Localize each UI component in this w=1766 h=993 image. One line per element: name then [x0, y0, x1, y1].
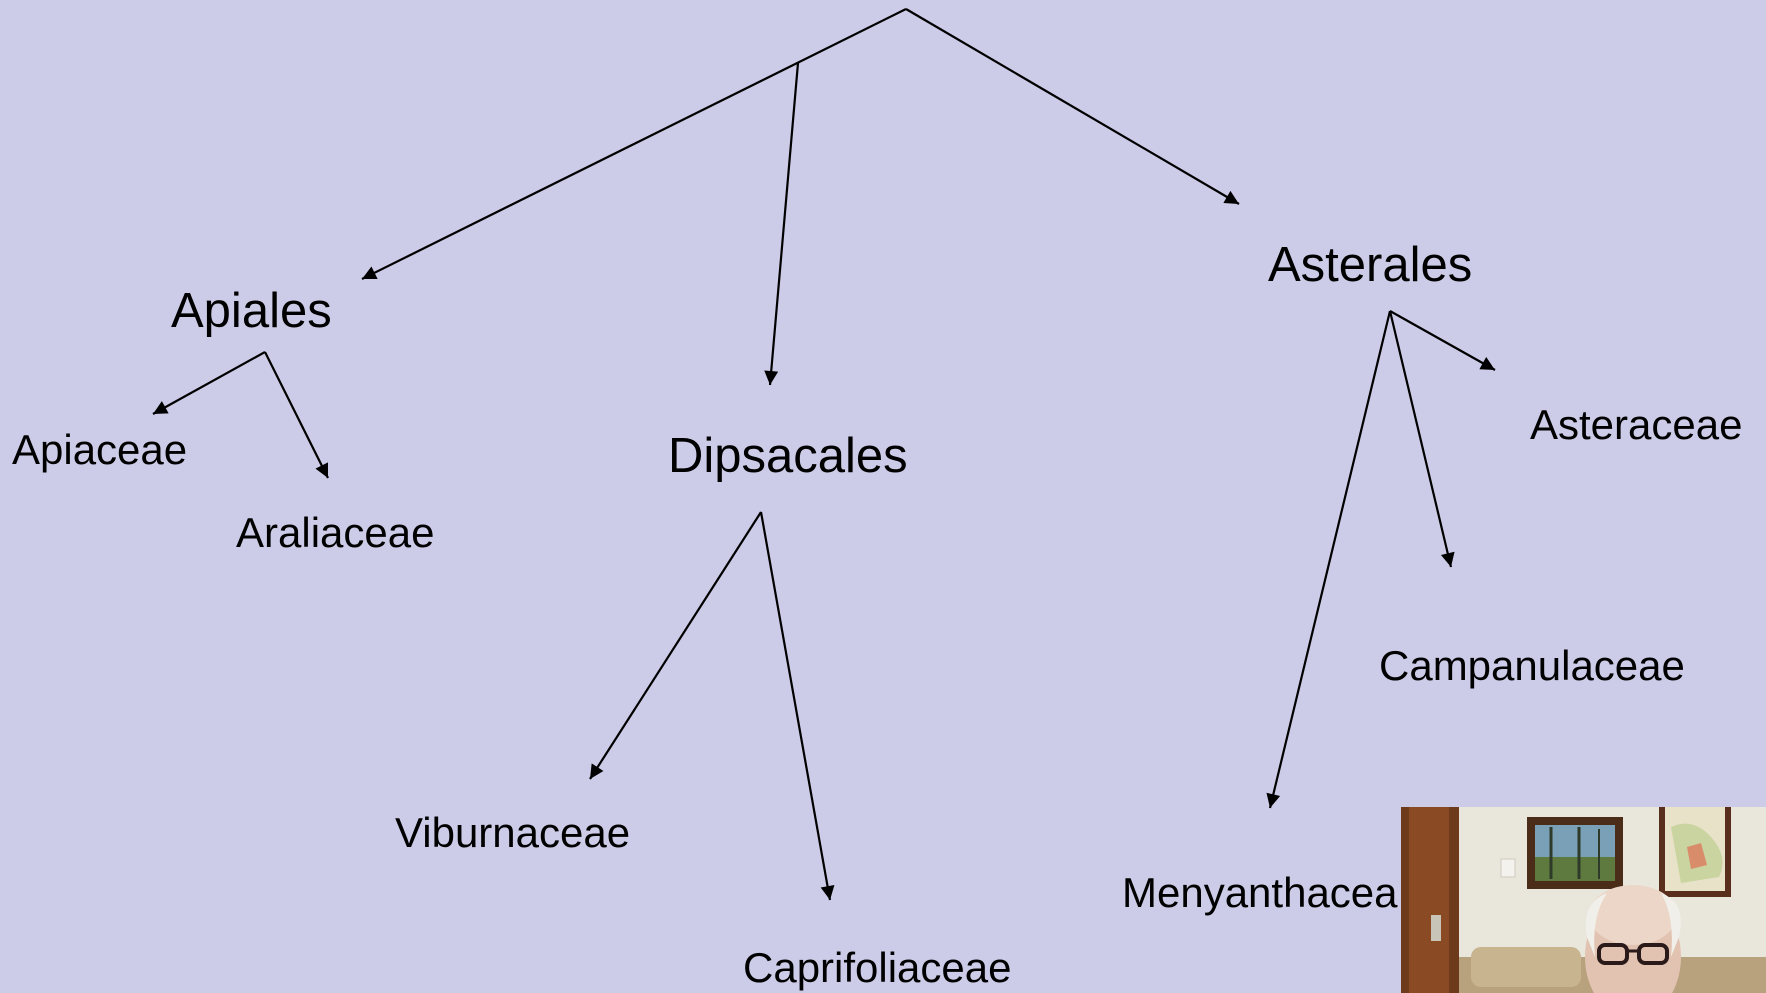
- apiales-to-apiaceae-arrow: [153, 352, 265, 414]
- asterales-to-campanulaceae-arrow: [1390, 311, 1451, 567]
- asterales-to-asteraceae-arrow: [1390, 311, 1495, 370]
- family-label-campanulaceae: Campanulaceae: [1379, 645, 1685, 687]
- family-label-menyanthaceae: Menyanthacea: [1122, 872, 1398, 914]
- order-label-asterales: Asterales: [1268, 241, 1472, 290]
- dipsacales-to-viburnaceae-arrow: [590, 512, 761, 779]
- order-label-dipsacales: Dipsacales: [668, 432, 908, 481]
- root-to-dipsacales-arrow: [770, 63, 798, 385]
- presenter-video-frame: [1401, 807, 1766, 993]
- order-label-apiales: Apiales: [171, 287, 332, 336]
- family-label-viburnaceae: Viburnaceae: [395, 812, 630, 854]
- family-label-caprifoliaceae: Caprifoliaceae: [743, 947, 1012, 989]
- family-label-araliaceae: Araliaceae: [236, 512, 434, 554]
- presenter-webcam-overlay: [1401, 807, 1766, 993]
- family-label-apiaceae: Apiaceae: [12, 429, 187, 471]
- apiales-to-araliaceae-arrow: [265, 352, 328, 478]
- family-label-asteraceae: Asteraceae: [1530, 404, 1742, 446]
- asterales-to-menyanthaceae-arrow: [1270, 311, 1390, 808]
- dipsacales-to-caprifoliaceae-arrow: [761, 512, 830, 900]
- root-to-apiales-arrow: [362, 9, 906, 279]
- root-to-asterales-arrow: [906, 9, 1239, 204]
